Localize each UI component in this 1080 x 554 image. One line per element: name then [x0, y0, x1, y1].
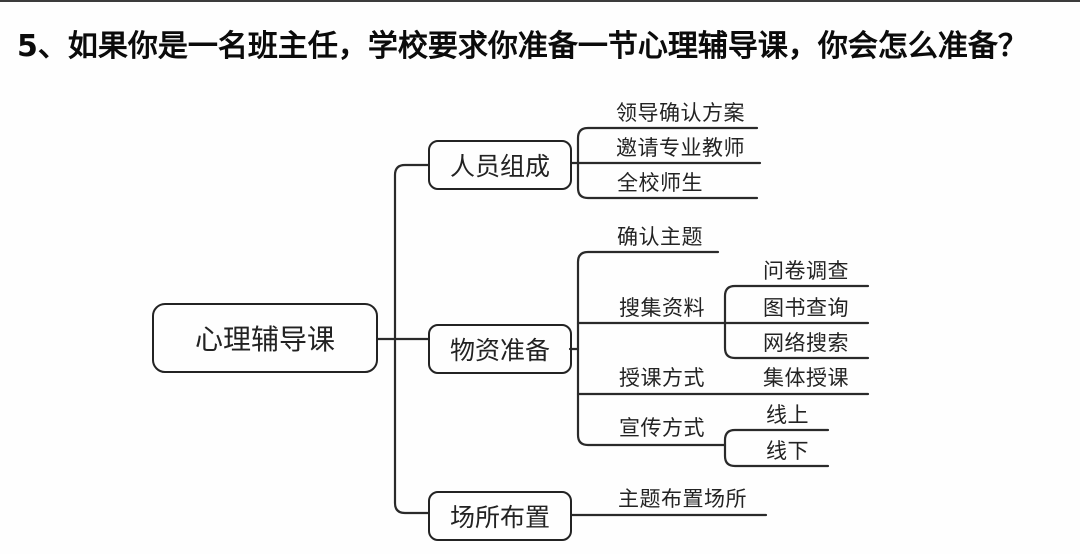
leaf-leader-confirm-plan: 领导确认方案 [616, 101, 745, 125]
leaf-group-teaching: 集体授课 [763, 366, 849, 390]
leaf-collect-materials: 搜集资料 [619, 296, 705, 320]
leaf-web-search: 网络搜索 [763, 331, 849, 355]
connector-publicity-children-bracket [723, 428, 830, 468]
leaf-questionnaire: 问卷调查 [763, 259, 849, 283]
question-title: 5、如果你是一名班主任，学校要求你准备一节心理辅导课，你会怎么准备？ [17, 29, 1028, 64]
leaf-publicity-method: 宣传方式 [619, 416, 705, 440]
leaf-confirm-topic: 确认主题 [617, 225, 703, 249]
leaf-invite-teachers: 邀请专业教师 [616, 136, 745, 160]
connector-main-trunk [393, 163, 430, 515]
node-materials-label: 物资准备 [449, 336, 550, 365]
node-root-label: 心理辅导课 [194, 323, 335, 356]
node-materials: 物资准备 [428, 324, 572, 374]
leaf-all-staff-students: 全校师生 [617, 171, 703, 195]
node-venue-label: 场所布置 [449, 503, 550, 532]
node-personnel-label: 人员组成 [449, 152, 550, 181]
node-venue: 场所布置 [428, 491, 572, 541]
leaf-book-search: 图书查询 [763, 296, 849, 320]
leaf-theme-venue: 主题布置场所 [618, 487, 747, 511]
node-personnel: 人员组成 [428, 140, 572, 190]
leaf-offline: 线下 [766, 439, 809, 463]
node-root: 心理辅导课 [152, 303, 378, 373]
leaf-teaching-method: 授课方式 [619, 366, 705, 390]
top-edge-strip [0, 0, 1080, 2]
leaf-online: 线上 [766, 403, 809, 427]
